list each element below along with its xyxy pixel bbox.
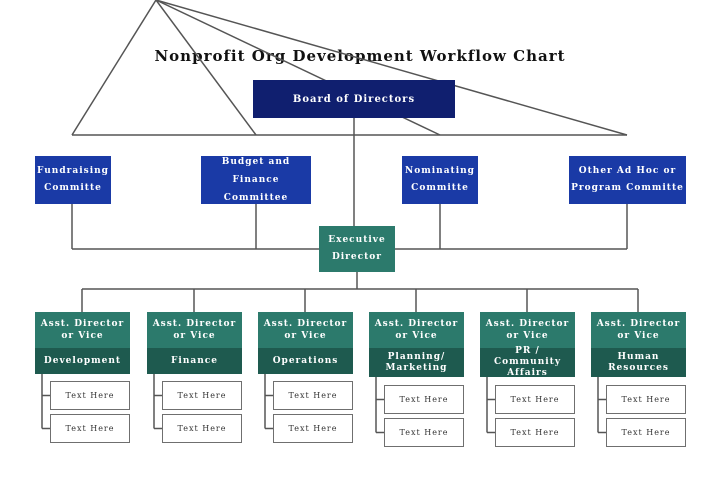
text-placeholder-box[interactable]: Text Here [606,418,686,447]
text-placeholder-box[interactable]: Text Here [495,418,575,447]
asst-director-box[interactable]: Asst. Director or Vice [369,312,464,348]
department-name-box[interactable]: Finance [147,348,242,374]
connector-line [71,0,157,136]
connector-line [155,0,257,136]
department-name-box[interactable]: PR / Community Affairs [480,346,575,378]
text-placeholder-box[interactable]: Text Here [384,385,464,414]
department-name-box[interactable]: Planning/ Marketing [369,348,464,377]
text-placeholder-box[interactable]: Text Here [273,414,353,443]
board-of-directors-box[interactable]: Board of Directors [253,80,455,118]
asst-director-box[interactable]: Asst. Director or Vice [480,312,575,348]
connector-line [155,0,628,136]
department-name-box[interactable]: Development [35,348,130,374]
text-placeholder-box[interactable]: Text Here [273,381,353,410]
executive-director-box[interactable]: Executive Director [319,226,395,272]
asst-director-box[interactable]: Asst. Director or Vice [258,312,353,348]
asst-director-box[interactable]: Asst. Director or Vice [147,312,242,348]
committee-box-fundraising[interactable]: Fundraising Committe [35,156,111,204]
text-placeholder-box[interactable]: Text Here [50,381,130,410]
chart-title: Nonprofit Org Development Workflow Chart [154,47,566,65]
department-name-box[interactable]: Human Resources [591,348,686,377]
text-placeholder-box[interactable]: Text Here [50,414,130,443]
asst-director-box[interactable]: Asst. Director or Vice [35,312,130,348]
text-placeholder-box[interactable]: Text Here [162,381,242,410]
committee-box-budget-finance[interactable]: Budget and Finance Committee [201,156,311,204]
text-placeholder-box[interactable]: Text Here [162,414,242,443]
text-placeholder-box[interactable]: Text Here [384,418,464,447]
department-name-box[interactable]: Operations [258,348,353,374]
text-placeholder-box[interactable]: Text Here [606,385,686,414]
committee-box-other-ad-hoc[interactable]: Other Ad Hoc or Program Committe [569,156,686,204]
text-placeholder-box[interactable]: Text Here [495,385,575,414]
asst-director-box[interactable]: Asst. Director or Vice [591,312,686,348]
committee-box-nominating[interactable]: Nominating Committe [402,156,478,204]
